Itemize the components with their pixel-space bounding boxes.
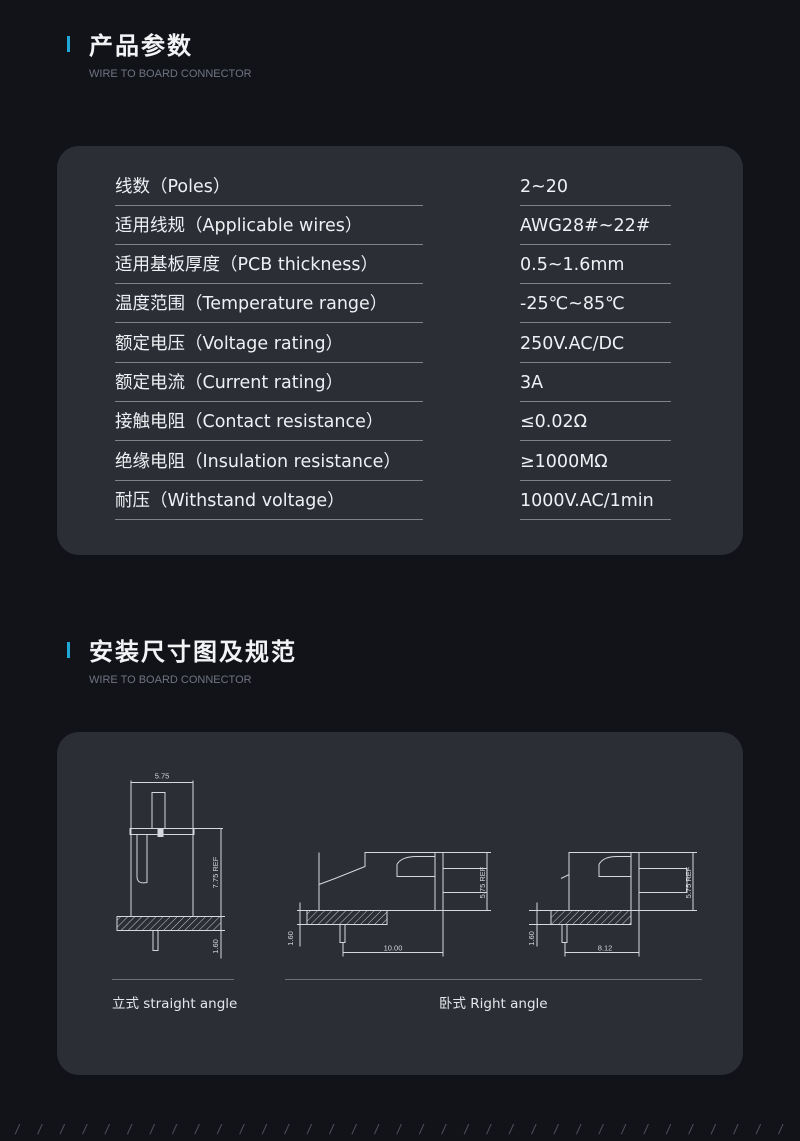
section-title: 产品参数 — [89, 32, 193, 60]
param-value: 0.5~1.6mm — [520, 245, 671, 284]
dim-label: 5.75 — [155, 772, 170, 781]
param-row: 额定电流（Current rating） 3A — [57, 363, 743, 402]
param-row: 温度范围（Temperature range） -25℃~85℃ — [57, 284, 743, 323]
straight-angle-drawing — [116, 780, 225, 959]
section-title: 安装尺寸图及规范 — [89, 638, 297, 666]
param-value: 3A — [520, 363, 671, 402]
param-value: ≤0.02Ω — [520, 402, 671, 441]
footer-pattern: / / / / / / / / / / / / / / / / / / / / … — [14, 1122, 800, 1136]
param-label: 额定电流（Current rating） — [115, 363, 423, 402]
param-row: 适用线规（Applicable wires） AWG28#~22# — [57, 206, 743, 245]
param-row: 接触电阻（Contact resistance） ≤0.02Ω — [57, 402, 743, 441]
right-angle-drawing-right — [529, 852, 697, 957]
accent-bar — [67, 36, 70, 52]
param-row: 额定电压（Voltage rating） 250V.AC/DC — [57, 324, 743, 363]
param-value: 1000V.AC/1min — [520, 481, 671, 520]
dimension-drawings: 5.75 7.75 REF 1.60 5.75 REF — [116, 772, 697, 959]
param-label: 适用线规（Applicable wires） — [115, 206, 423, 245]
caption-divider — [112, 979, 234, 980]
dim-label: 1.60 — [211, 939, 220, 954]
dim-label: 1.60 — [286, 931, 295, 946]
param-row: 耐压（Withstand voltage） 1000V.AC/1min — [57, 481, 743, 520]
dim-label: 7.75 REF — [211, 856, 220, 888]
param-value: 250V.AC/DC — [520, 324, 671, 363]
accent-bar — [67, 642, 70, 658]
param-label: 适用基板厚度（PCB thickness） — [115, 245, 423, 284]
param-value: AWG28#~22# — [520, 206, 671, 245]
parameters-card: 线数（Poles） 2~20 适用线规（Applicable wires） AW… — [57, 146, 743, 555]
param-label: 接触电阻（Contact resistance） — [115, 402, 423, 441]
param-value: 2~20 — [520, 167, 671, 206]
dim-label: 5.75 REF — [478, 866, 487, 898]
dim-label: 1.60 — [527, 931, 536, 946]
right-angle-drawing-left — [297, 852, 491, 957]
param-label: 绝缘电阻（Insulation resistance） — [115, 442, 423, 481]
straight-angle-caption: 立式 straight angle — [112, 996, 238, 1012]
param-label: 耐压（Withstand voltage） — [115, 481, 423, 520]
param-row: 线数（Poles） 2~20 — [57, 167, 743, 206]
section-subtitle: WIRE TO BOARD CONNECTOR — [89, 674, 252, 686]
param-label: 温度范围（Temperature range） — [115, 284, 423, 323]
dim-label: 10.00 — [384, 944, 403, 953]
section-subtitle: WIRE TO BOARD CONNECTOR — [89, 68, 252, 80]
param-label: 额定电压（Voltage rating） — [115, 324, 423, 363]
param-label: 线数（Poles） — [115, 167, 423, 206]
caption-divider — [285, 979, 702, 980]
right-angle-caption: 卧式 Right angle — [439, 996, 548, 1012]
param-row: 绝缘电阻（Insulation resistance） ≥1000MΩ — [57, 442, 743, 481]
param-value: -25℃~85℃ — [520, 284, 671, 323]
param-value: ≥1000MΩ — [520, 442, 671, 481]
drawings-card: 5.75 7.75 REF 1.60 5.75 REF — [57, 732, 743, 1075]
dim-label: 5.75 REF — [684, 866, 693, 898]
param-row: 适用基板厚度（PCB thickness） 0.5~1.6mm — [57, 245, 743, 284]
dim-label: 8.12 — [598, 944, 613, 953]
